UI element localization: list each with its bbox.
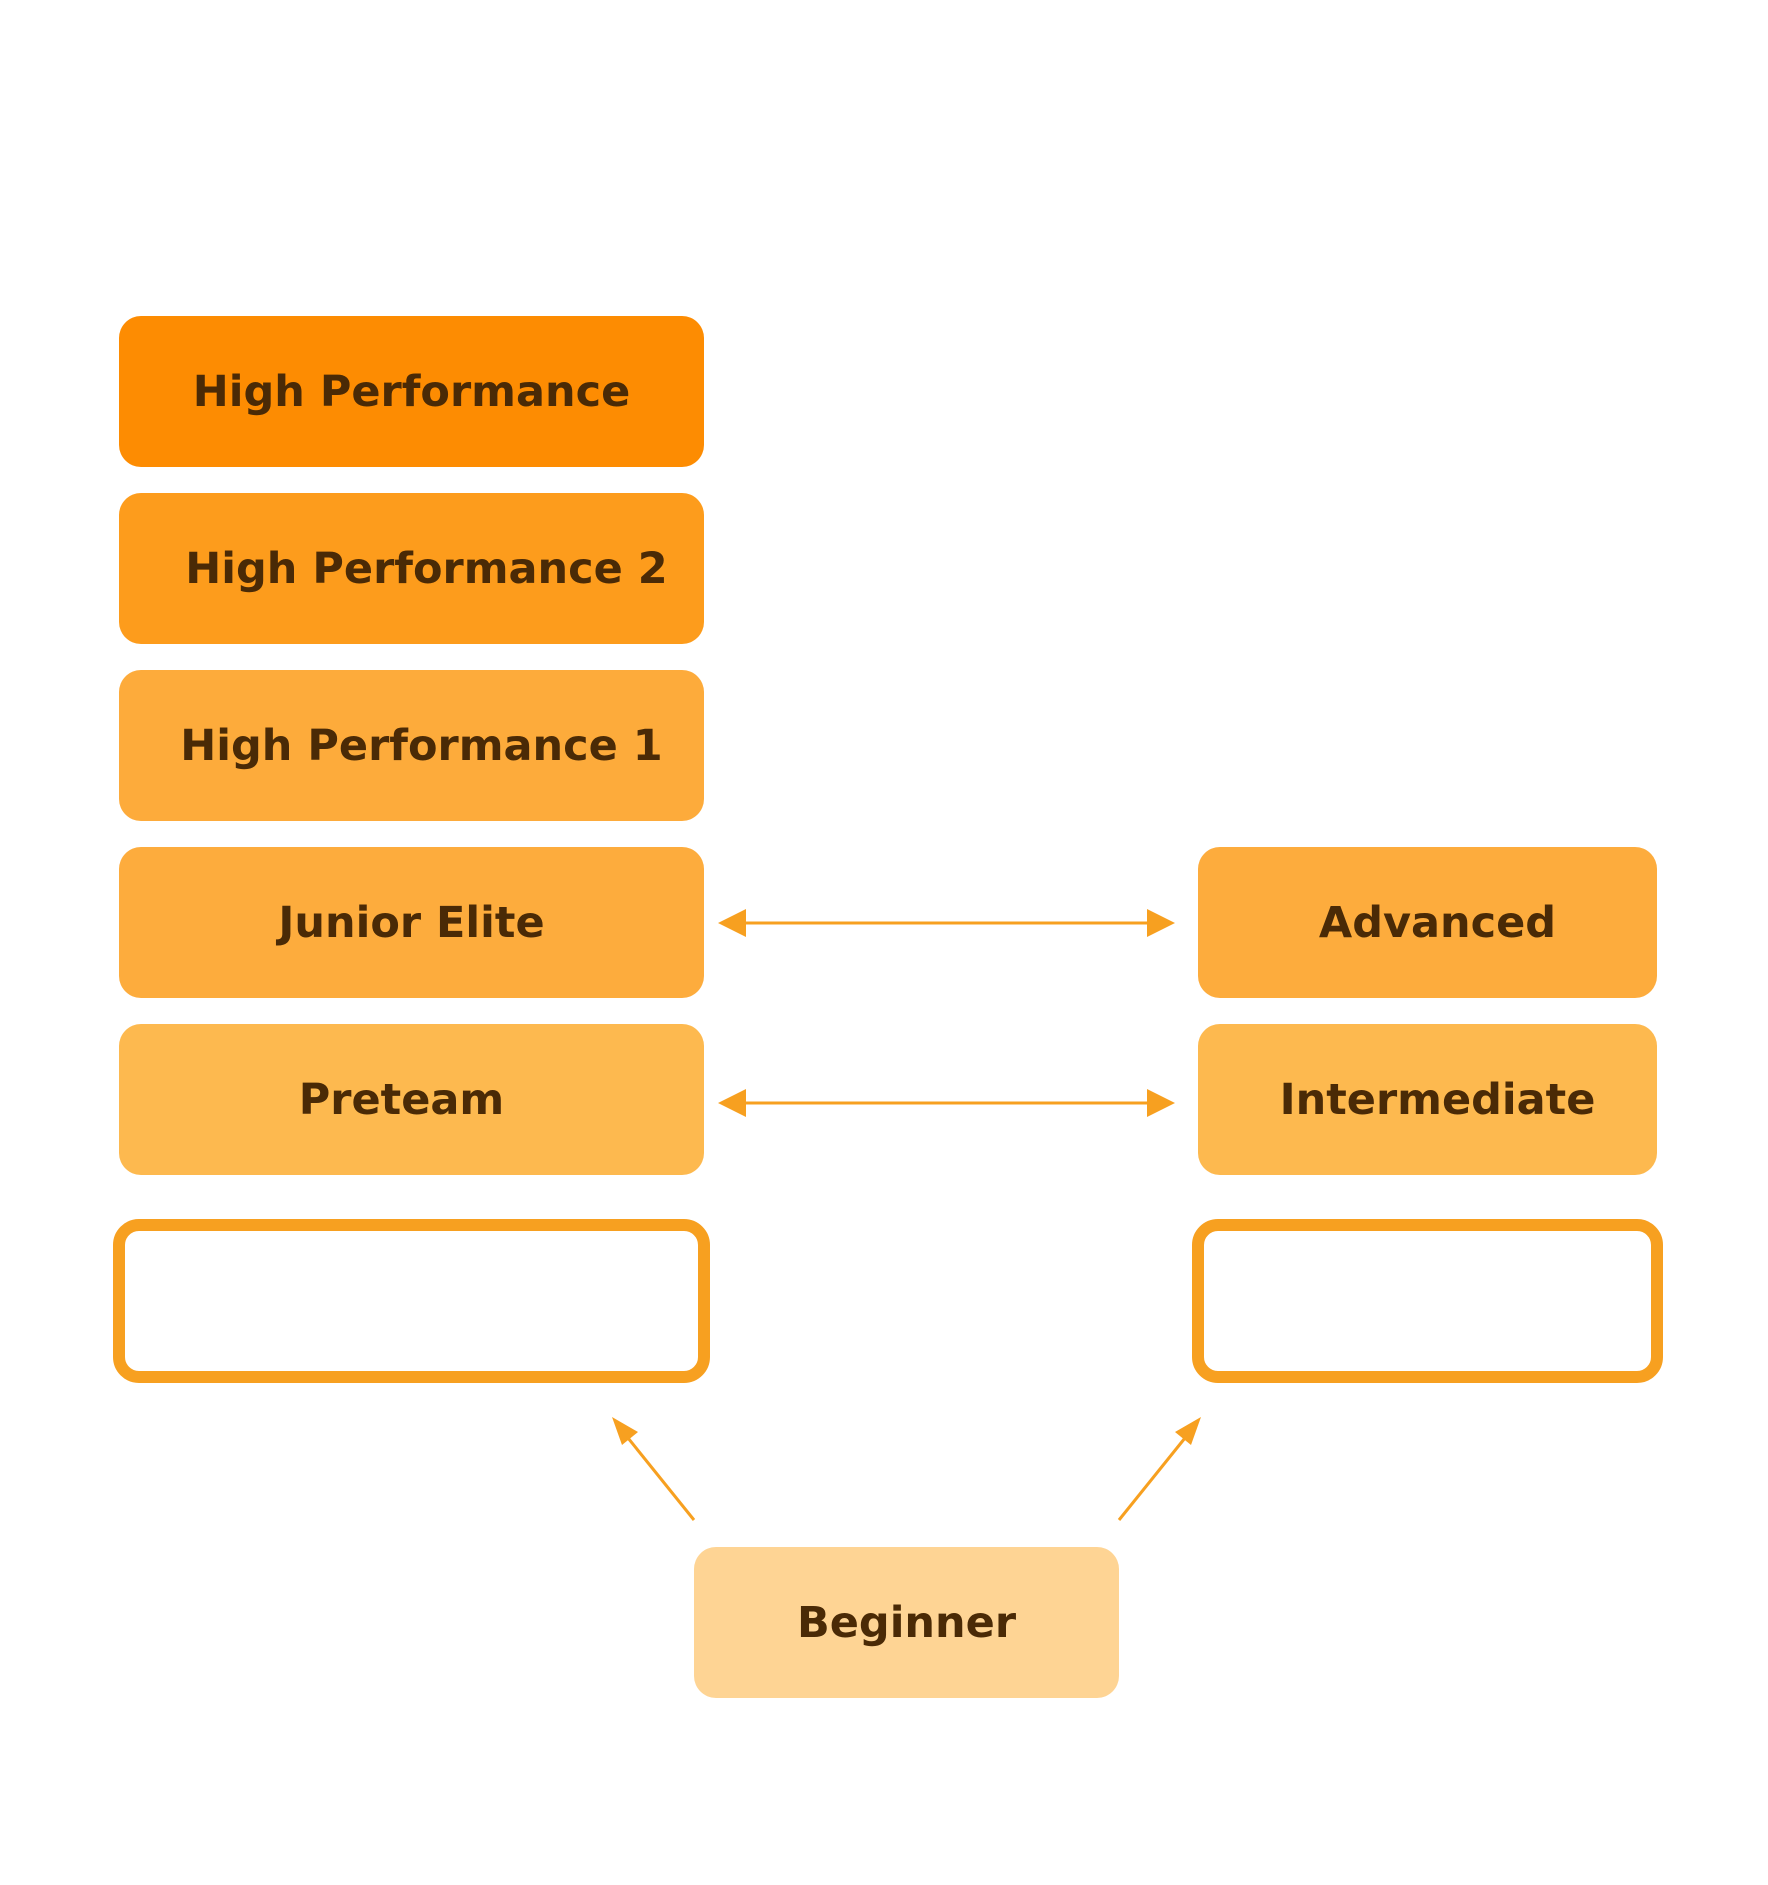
node-label: Preteam <box>298 1074 505 1125</box>
node-high-performance-2: High Performance 2 <box>119 493 704 644</box>
node-junior-elite: Junior Elite <box>119 847 704 998</box>
node-beginner: Beginner <box>694 1547 1119 1698</box>
node-high-performance: High Performance <box>119 316 704 467</box>
node-label: High Performance <box>192 366 631 417</box>
arrow-beginner-right <box>1117 1417 1201 1521</box>
node-label: Intermediate <box>1279 1074 1596 1125</box>
node-label: High Performance 2 <box>185 543 668 594</box>
arrow-beginner-left <box>612 1417 696 1521</box>
node-preteam: Preteam <box>119 1024 704 1175</box>
arrow-junior-elite-advanced <box>718 909 1175 937</box>
arrow-preteam-intermediate <box>718 1089 1175 1117</box>
node-intermediate: Intermediate <box>1198 1024 1657 1175</box>
node-advanced: Advanced <box>1198 847 1657 998</box>
node-label: Beginner <box>796 1597 1017 1648</box>
left-empty-box <box>113 1219 710 1383</box>
node-high-performance-1: High Performance 1 <box>119 670 704 821</box>
right-empty-box <box>1192 1219 1663 1383</box>
node-label: High Performance 1 <box>180 720 663 771</box>
node-label: Junior Elite <box>278 897 545 948</box>
node-label: Advanced <box>1318 897 1557 948</box>
